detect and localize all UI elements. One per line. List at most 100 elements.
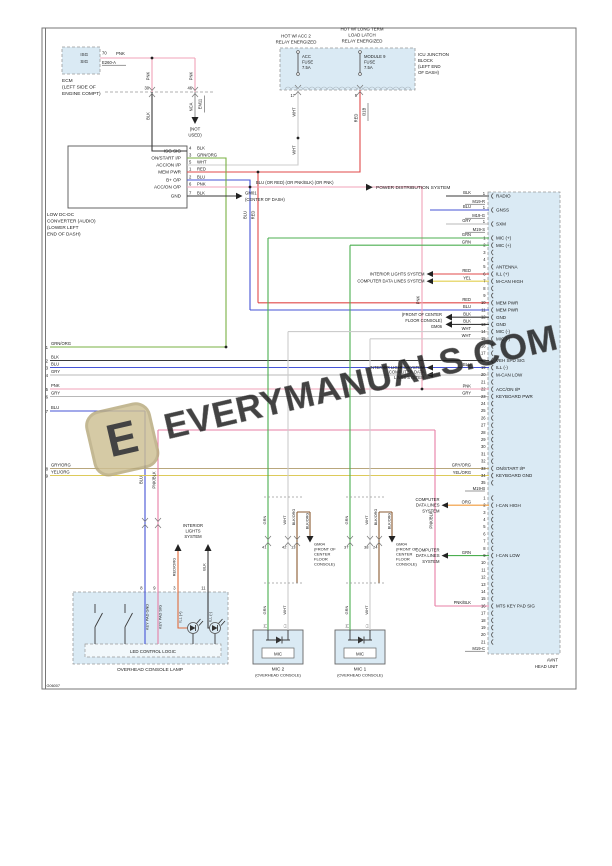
wire-color-label: PNK	[416, 296, 421, 305]
mic-diode	[358, 636, 364, 644]
ecm-pin-name: SIG	[80, 59, 88, 64]
wire-color-label: PNK/BLK	[429, 511, 434, 529]
pin-label: MEM PWR	[496, 308, 519, 313]
converter-pin-name: ON/START I/P	[151, 156, 181, 161]
symbols	[102, 50, 452, 644]
pin-number: 1	[483, 219, 486, 224]
wire-color-label: GRY/ORG	[452, 463, 471, 468]
static-labels: ISG SIG 70 E260-A PNK ECM (LEFT SIDE OF …	[47, 27, 559, 689]
pin-label: ILL (-)	[496, 365, 508, 370]
ecm-caption: (LEFT SIDE OF	[62, 85, 96, 91]
wire-color-label: GRN/ORG	[197, 152, 217, 157]
pin-label: MIC (-)	[496, 336, 510, 341]
wire-color-label: WHT	[197, 159, 207, 164]
connector-pin-number: 13	[291, 545, 296, 550]
pin-socket	[491, 343, 494, 349]
inline-connector-chevron	[284, 535, 292, 547]
wire-acc-wht	[187, 90, 299, 166]
fuse-label: ACC	[302, 54, 311, 59]
junction-dots	[150, 56, 424, 391]
pin-socket	[491, 509, 494, 516]
connector-id: M19-S	[473, 227, 486, 232]
wire-color-label: BLU	[463, 204, 471, 209]
pin-socket	[491, 443, 494, 450]
pin-label: ACC/ON I/P	[496, 387, 520, 392]
system-ref-label: DATA LINES	[416, 553, 440, 558]
wire-color-label: PNK	[197, 181, 206, 186]
wire-color-label: RED/ORG	[172, 558, 177, 577]
pin-number: 13	[481, 582, 486, 587]
connector-pin-number: 41	[262, 545, 267, 550]
system-ref-arrow	[426, 364, 433, 371]
pin-label: I-CAN LOW	[496, 553, 521, 558]
pin-number: 27	[481, 423, 486, 428]
pin-socket	[491, 479, 494, 486]
wire-color-label: PNK	[116, 51, 125, 56]
ground-label: GM04	[396, 542, 408, 547]
pin-number: 1	[483, 495, 486, 500]
pin-number: 2	[483, 243, 486, 248]
system-ref-label: COMPUTER DATA LINES SYSTEM	[357, 279, 425, 284]
pin-number: 17	[481, 351, 486, 356]
fuse-terminal	[296, 50, 300, 54]
converter-caption: CONVERTER (AUDIO)	[47, 219, 96, 224]
pin-socket	[491, 436, 494, 443]
pin-number: 1	[483, 235, 486, 240]
pin-socket	[491, 538, 494, 545]
wire-color-label: BLU	[463, 362, 471, 367]
gm04-ground-symbol	[388, 536, 396, 543]
system-ref-arrow	[426, 278, 433, 285]
inline-connector-chevron	[191, 86, 199, 98]
pin-socket	[491, 350, 494, 357]
mic-name: MIC 2	[272, 667, 285, 672]
wire-color-label: ORG	[462, 499, 471, 504]
pin-label: KEYBOARD GND	[496, 473, 533, 478]
system-ref-label: INTERIOR	[183, 523, 203, 528]
ground-label: GM06	[431, 324, 443, 329]
mic-pin-sign: (+)	[345, 624, 349, 628]
power-header: RELAY ENERGIZED	[276, 40, 317, 45]
fuse-label: 7.5A	[302, 65, 311, 70]
pin-number: 5	[483, 264, 486, 269]
ecm-pin-number: 70	[102, 51, 107, 56]
pin-number: 11	[481, 307, 486, 312]
lamp-pin-name: KEY PAD GND	[145, 604, 150, 630]
pin-number: 12	[481, 315, 486, 320]
pin-socket	[491, 523, 494, 530]
wire-color-label: BLK	[463, 190, 471, 195]
edge-row-wire-label: GRY/ORG	[51, 463, 71, 468]
pin-number: 2	[483, 503, 486, 508]
wire-color-label: GRN	[262, 515, 267, 524]
pin-socket	[491, 574, 494, 581]
pin-number: 14	[481, 329, 486, 334]
ground-label: (FRONT OF	[396, 547, 418, 552]
pin-socket	[491, 617, 494, 624]
connector-id: M19-G	[472, 213, 485, 218]
not-used-label: (NOT	[190, 127, 201, 132]
pin-socket	[491, 639, 494, 645]
wire-color-label: GRN	[262, 605, 267, 614]
junction-block-label: OF DASH)	[418, 70, 440, 75]
power-header: RELAY ENERGIZED	[342, 39, 383, 44]
mic2-box	[252, 629, 304, 665]
inline-connector-chevron	[366, 535, 374, 547]
pin-label: GND	[496, 315, 507, 320]
inline-connector-chevron	[264, 535, 272, 547]
wire-color-label: BLK	[202, 563, 207, 571]
wire-color-label: NCA	[189, 102, 194, 111]
connector-pin-number: 46	[187, 86, 192, 91]
ecm-caption: ENGINE COMPT)	[62, 91, 101, 97]
ground-label: FLOOR	[396, 557, 410, 562]
power-header: LOAD LATCH	[348, 33, 375, 38]
pin-number: 3	[483, 250, 486, 255]
pin-number: 6	[483, 271, 486, 276]
pin-number: 19	[481, 625, 486, 630]
edge-row-wire-label: BLK	[51, 355, 59, 360]
converter-caption: LOW DC-DC	[47, 212, 75, 217]
pin-socket	[491, 472, 494, 479]
wire-color-label: WHT	[282, 605, 287, 615]
converter-pin-name: GND	[171, 194, 182, 199]
pin-socket	[491, 516, 494, 523]
junction-block-connector-edge	[284, 86, 412, 91]
